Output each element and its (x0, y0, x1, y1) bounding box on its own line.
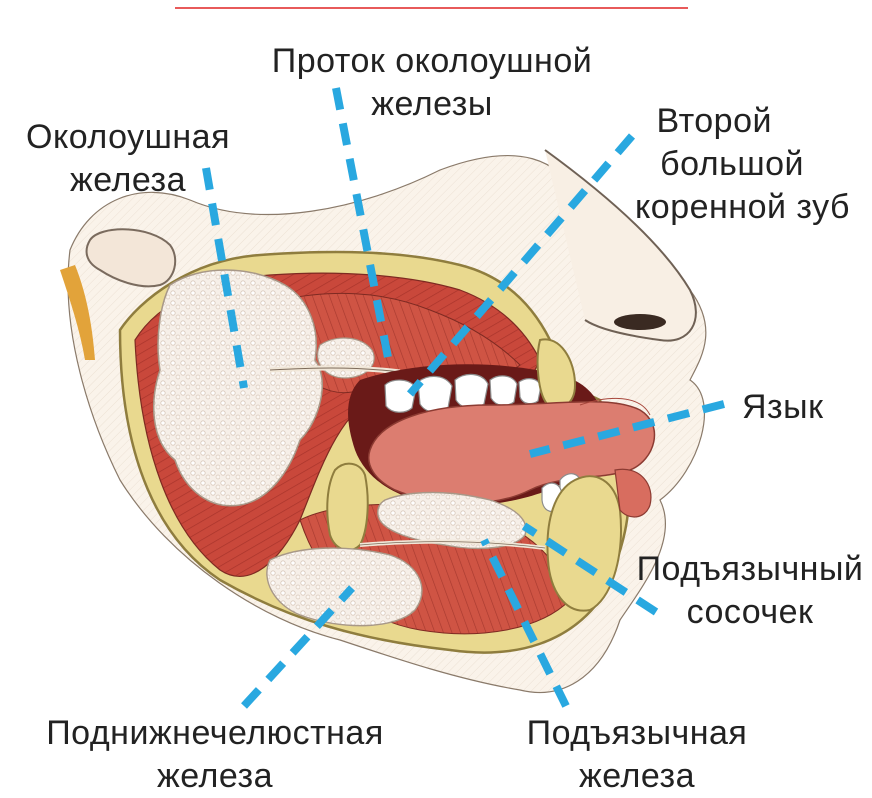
label-submandibular-gland: Поднижнечелюстная железа (20, 712, 410, 798)
label-tongue-line1: Язык (742, 386, 823, 429)
label-sublingual-papilla-line2: сосочек (630, 591, 870, 634)
label-second-molar-line3: коренной зуб (600, 186, 850, 229)
nostril (614, 314, 666, 330)
label-tongue: Язык (742, 386, 823, 429)
label-second-molar: Второй большой коренной зуб (600, 100, 850, 229)
label-second-molar-line1: Второй (600, 100, 850, 143)
label-parotid-gland: Околоушная железа (18, 116, 238, 202)
label-sublingual-gland-line1: Подъязычная (512, 712, 762, 755)
label-submandibular-gland-line2: железа (20, 755, 410, 798)
mandible-side (327, 464, 367, 551)
label-parotid-duct: Проток околоушной железы (252, 40, 612, 126)
label-sublingual-papilla-line1: Подъязычный (630, 548, 870, 591)
label-sublingual-gland-line2: железа (512, 755, 762, 798)
label-submandibular-gland-line1: Поднижнечелюстная (20, 712, 410, 755)
label-second-molar-line2: большой (600, 143, 850, 186)
label-sublingual-papilla: Подъязычный сосочек (630, 548, 870, 634)
label-parotid-gland-line2: железа (18, 159, 238, 202)
label-sublingual-gland: Подъязычная железа (512, 712, 762, 798)
label-parotid-gland-line1: Околоушная (18, 116, 238, 159)
label-parotid-duct-line2: железы (252, 83, 612, 126)
parotid-accessory (318, 338, 375, 378)
label-parotid-duct-line1: Проток околоушной (252, 40, 612, 83)
